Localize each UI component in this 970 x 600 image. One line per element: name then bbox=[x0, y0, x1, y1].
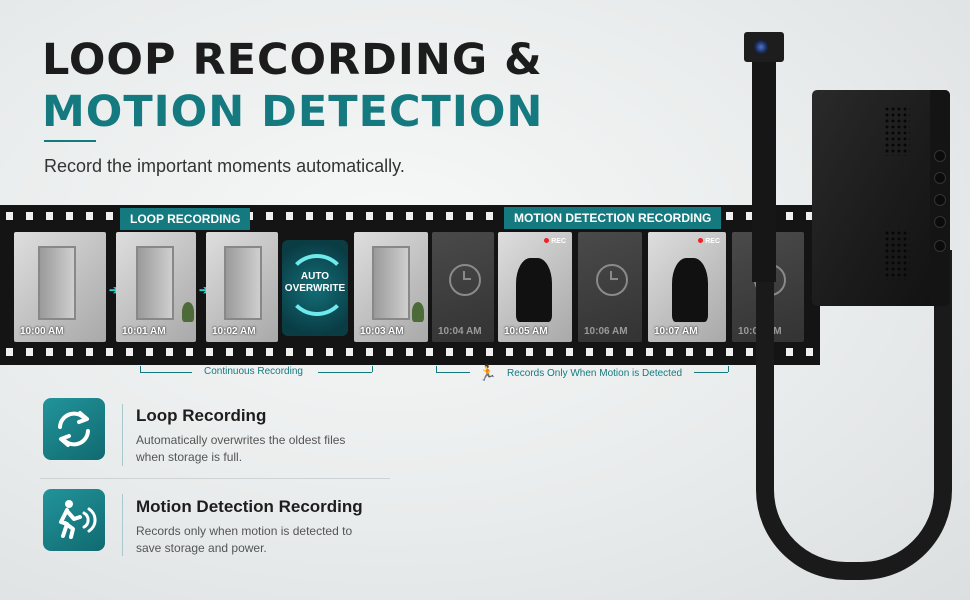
feature-motion-description: Records only when motion is detected to … bbox=[136, 524, 353, 555]
rec-indicator: REC bbox=[698, 238, 720, 245]
motion-detection-badge: MOTION DETECTION RECORDING bbox=[504, 207, 722, 229]
door bbox=[372, 246, 410, 320]
loop-recording-badge: LOOP RECORDING bbox=[120, 208, 251, 230]
frame-1004: 10:04 AM bbox=[432, 232, 494, 342]
bracket-tick bbox=[140, 366, 141, 372]
loop-icon bbox=[43, 398, 105, 460]
frame-1000: 10:00 AM bbox=[14, 232, 106, 342]
title-underline bbox=[44, 140, 96, 142]
headline: LOOP RECORDING & MOTION DETECTION bbox=[42, 34, 543, 138]
feature-separator bbox=[122, 404, 123, 466]
film-perforations-bottom bbox=[0, 348, 820, 356]
feature-motion-title: Motion Detection Recording bbox=[136, 497, 363, 516]
feature-loop-description: Automatically overwrites the oldest file… bbox=[136, 433, 346, 464]
arrow-right-icon: ➔ bbox=[199, 283, 210, 297]
tagline: Record the important moments automatical… bbox=[44, 156, 405, 176]
frame-1005: REC 10:05 AM bbox=[498, 232, 572, 342]
frame-time: 10:01 AM bbox=[122, 326, 166, 337]
sd-card-slot bbox=[934, 150, 946, 162]
flex-cable bbox=[752, 52, 776, 282]
power-switch bbox=[934, 240, 946, 252]
plant bbox=[182, 302, 194, 322]
bracket-line bbox=[694, 372, 728, 373]
film-perforations-top bbox=[0, 212, 820, 220]
frame-1007: REC 10:07 AM bbox=[648, 232, 726, 342]
auto-overwrite-indicator: AUTO OVERWRITE bbox=[282, 240, 348, 336]
button-1 bbox=[934, 172, 946, 184]
motion-sensor-icon bbox=[43, 489, 105, 551]
frame-time: 10:04 AM bbox=[438, 326, 482, 337]
clock-icon bbox=[596, 264, 628, 297]
frame-1003: 10:03 AM bbox=[354, 232, 428, 342]
door bbox=[38, 246, 76, 320]
frame-time: 10:07 AM bbox=[654, 326, 698, 337]
bracket-tick bbox=[372, 366, 373, 372]
camera-control-box bbox=[812, 90, 950, 306]
bracket-tick bbox=[728, 366, 729, 372]
plant bbox=[412, 302, 424, 322]
frame-1001: 10:01 AM bbox=[116, 232, 196, 342]
clock-icon bbox=[449, 264, 481, 297]
intruder-figure bbox=[516, 258, 552, 322]
frame-time: 10:02 AM bbox=[212, 326, 256, 337]
frame-time: 10:00 AM bbox=[20, 326, 64, 337]
button-2 bbox=[934, 194, 946, 206]
headline-line-2: MOTION DETECTION bbox=[42, 87, 544, 137]
frame-time: 10:03 AM bbox=[360, 326, 404, 337]
vent-grille bbox=[884, 106, 910, 156]
feature-loop-title: Loop Recording bbox=[136, 406, 267, 425]
intruder-figure bbox=[672, 258, 708, 322]
auto-overwrite-label: AUTO OVERWRITE bbox=[284, 271, 346, 294]
rec-indicator: REC bbox=[544, 238, 566, 245]
door bbox=[136, 246, 174, 320]
refresh-cycle-icon bbox=[286, 254, 348, 316]
vent-grille bbox=[884, 230, 910, 280]
continuous-recording-label: Continuous Recording bbox=[204, 366, 303, 377]
bracket-line bbox=[318, 372, 372, 373]
feature-separator bbox=[122, 494, 123, 556]
frame-time: 10:06 AM bbox=[584, 326, 628, 337]
bracket-line bbox=[140, 372, 192, 373]
frame-time: 10:05 AM bbox=[504, 326, 548, 337]
arrow-right-icon: ➔ bbox=[109, 283, 120, 297]
bracket-line bbox=[436, 372, 470, 373]
camera-module bbox=[744, 32, 784, 62]
motion-only-label: Records Only When Motion is Detected bbox=[507, 368, 683, 379]
camera-lens-icon bbox=[754, 40, 768, 54]
running-person-icon: 🏃 bbox=[478, 365, 497, 382]
button-3 bbox=[934, 216, 946, 228]
feature-divider bbox=[40, 478, 390, 479]
bracket-tick bbox=[436, 366, 437, 372]
door bbox=[224, 246, 262, 320]
frame-1006: 10:06 AM bbox=[578, 232, 642, 342]
headline-line-1: LOOP RECORDING & bbox=[42, 35, 543, 85]
frame-1002: 10:02 AM bbox=[206, 232, 278, 342]
